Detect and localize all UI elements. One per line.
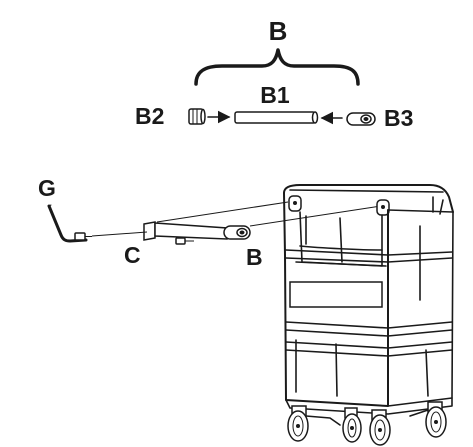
allen-key-icon [47,204,88,243]
caster-front-right [369,409,391,446]
bolt-label: C [124,242,141,268]
alignment-lines [91,201,382,237]
cap-label: B2 [135,103,164,129]
plug-label: B3 [384,105,413,131]
group-label: B [269,16,288,46]
pipe-label: B1 [260,82,290,108]
pipe-part [234,111,319,124]
bolt-part [74,232,194,245]
assembly-label: B [246,244,263,270]
cap-part [188,108,206,125]
plug-part [346,112,376,126]
group-bracket [194,48,360,86]
key-label: G [38,175,56,201]
caster-front-left [287,405,309,442]
caster-back-right [425,401,447,438]
wheeled-cart-icon [283,184,454,446]
assembled-tube [143,221,251,241]
caster-front-mid [342,407,362,443]
